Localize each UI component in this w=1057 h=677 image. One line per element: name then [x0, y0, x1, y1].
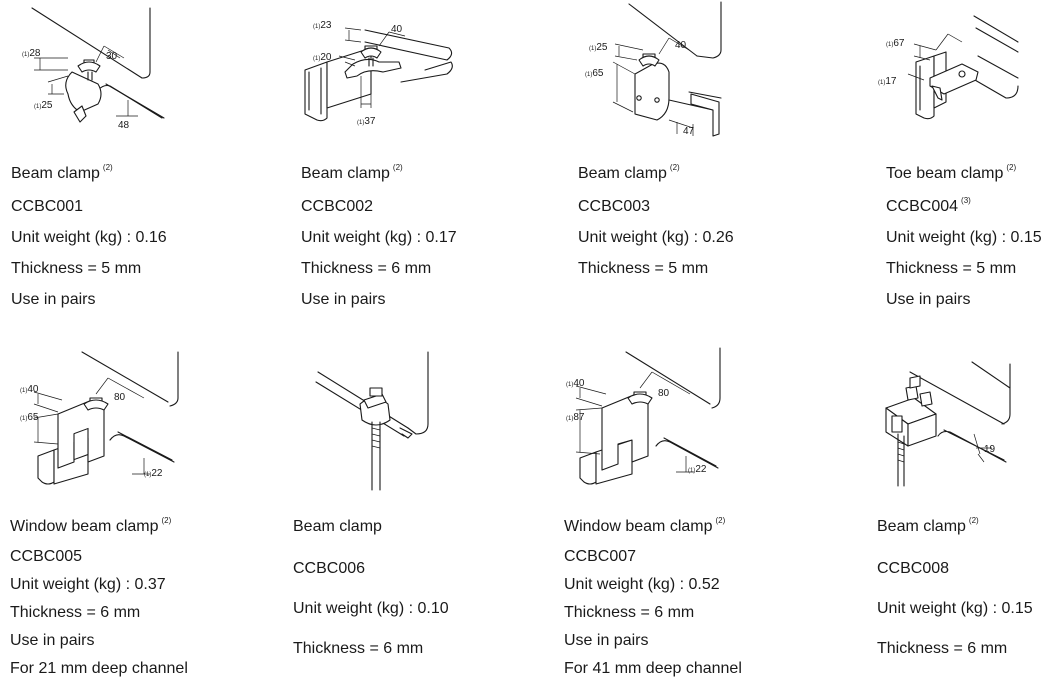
product-name: Beam clamp(2) — [578, 163, 680, 182]
product-specs: Window beam clamp(2) CCBC007 Unit weight… — [564, 517, 742, 677]
product-specs: Beam clamp(2) CCBC008 Unit weight (kg) :… — [877, 517, 1033, 657]
usage-note: Use in pairs — [11, 291, 96, 308]
svg-text:80: 80 — [114, 392, 126, 403]
product-code: CCBC005 — [10, 548, 83, 565]
product-specs: Beam clamp(2) CCBC003 Unit weight (kg) :… — [578, 164, 734, 277]
unit-weight: Unit weight (kg) : 0.15 — [886, 229, 1042, 246]
product-specs: Window beam clamp(2) CCBC005 Unit weight… — [10, 517, 188, 677]
svg-text:(1)28: (1)28 — [22, 48, 41, 59]
usage-note: Use in pairs — [564, 632, 649, 649]
svg-text:(1)17: (1)17 — [878, 76, 897, 87]
usage-note: Use in pairs — [10, 632, 95, 649]
product-name: Window beam clamp(2) — [564, 516, 726, 535]
product-specs: Toe beam clamp(2) CCBC004(3) Unit weight… — [886, 164, 1042, 308]
beam-clamp-drawing: (1)25 40 (1)65 47 — [585, 1, 730, 140]
product-name: Beam clamp — [293, 518, 382, 535]
product-name: Toe beam clamp(2) — [886, 163, 1017, 182]
product-name: Beam clamp(2) — [11, 163, 113, 182]
svg-text:(1)22: (1)22 — [688, 464, 707, 475]
product-code: CCBC007 — [564, 548, 637, 565]
svg-text:(1)40: (1)40 — [20, 384, 39, 395]
toe-beam-clamp-drawing: (1)67 (1)17 — [878, 15, 1028, 136]
beam-clamp-drawing — [315, 351, 441, 491]
svg-text:(1)87: (1)87 — [566, 412, 585, 423]
thickness: Thickness = 6 mm — [301, 260, 432, 277]
svg-text:(1)67: (1)67 — [886, 38, 905, 49]
unit-weight: Unit weight (kg) : 0.10 — [293, 600, 449, 617]
svg-text:19: 19 — [984, 444, 996, 455]
beam-clamp-drawing: (1)28 30 (1)25 48 — [20, 6, 170, 131]
product-code: CCBC003 — [578, 198, 651, 215]
thickness: Thickness = 6 mm — [293, 640, 424, 657]
svg-text:30: 30 — [106, 51, 118, 62]
product-code: CCBC001 — [11, 198, 84, 215]
beam-clamp-drawing: 19 — [880, 358, 1020, 488]
unit-weight: Unit weight (kg) : 0.17 — [301, 229, 457, 246]
product-specs: Beam clamp CCBC006 Unit weight (kg) : 0.… — [293, 517, 449, 657]
svg-text:(1)23: (1)23 — [313, 20, 332, 31]
svg-text:80: 80 — [658, 388, 670, 399]
window-beam-clamp-drawing: (1)40 80 (1)87 (1)22 — [566, 347, 726, 486]
beam-clamp-drawing: (1)23 40 (1)20 (1)37 — [304, 10, 465, 128]
product-name: Beam clamp(2) — [877, 516, 979, 535]
product-name: Window beam clamp(2) — [10, 516, 172, 535]
channel-note: For 21 mm deep channel — [10, 660, 188, 677]
svg-text:(1)22: (1)22 — [144, 468, 163, 479]
svg-text:(1)65: (1)65 — [585, 68, 604, 79]
svg-text:(1)25: (1)25 — [34, 100, 53, 111]
svg-text:48: 48 — [118, 120, 130, 131]
usage-note: Use in pairs — [886, 291, 971, 308]
product-specs: Beam clamp(2) CCBC001 Unit weight (kg) :… — [11, 164, 167, 308]
thickness: Thickness = 5 mm — [578, 260, 709, 277]
svg-text:(1)37: (1)37 — [357, 116, 376, 127]
product-code: CCBC008 — [877, 560, 950, 577]
unit-weight: Unit weight (kg) : 0.52 — [564, 576, 720, 593]
thickness: Thickness = 5 mm — [886, 260, 1017, 277]
window-beam-clamp-drawing: (1)40 80 (1)65 (1)22 — [18, 351, 183, 488]
product-specs: Beam clamp(2) CCBC002 Unit weight (kg) :… — [301, 164, 457, 308]
product-code: CCBC002 — [301, 198, 374, 215]
thickness: Thickness = 6 mm — [877, 640, 1008, 657]
svg-text:47: 47 — [683, 126, 695, 137]
unit-weight: Unit weight (kg) : 0.26 — [578, 229, 734, 246]
svg-text:40: 40 — [391, 24, 403, 35]
product-name: Beam clamp(2) — [301, 163, 403, 182]
svg-text:(1)65: (1)65 — [20, 412, 39, 423]
unit-weight: Unit weight (kg) : 0.15 — [877, 600, 1033, 617]
thickness: Thickness = 6 mm — [564, 604, 695, 621]
product-code: CCBC006 — [293, 560, 366, 577]
usage-note: Use in pairs — [301, 291, 386, 308]
svg-text:40: 40 — [675, 40, 687, 51]
channel-note: For 41 mm deep channel — [564, 660, 742, 677]
svg-text:(1)40: (1)40 — [566, 378, 585, 389]
thickness: Thickness = 6 mm — [10, 604, 141, 621]
unit-weight: Unit weight (kg) : 0.16 — [11, 229, 167, 246]
svg-text:(1)25: (1)25 — [589, 42, 608, 53]
unit-weight: Unit weight (kg) : 0.37 — [10, 576, 166, 593]
svg-text:(1)20: (1)20 — [313, 52, 332, 63]
product-code: CCBC004(3) — [886, 196, 971, 215]
thickness: Thickness = 5 mm — [11, 260, 142, 277]
